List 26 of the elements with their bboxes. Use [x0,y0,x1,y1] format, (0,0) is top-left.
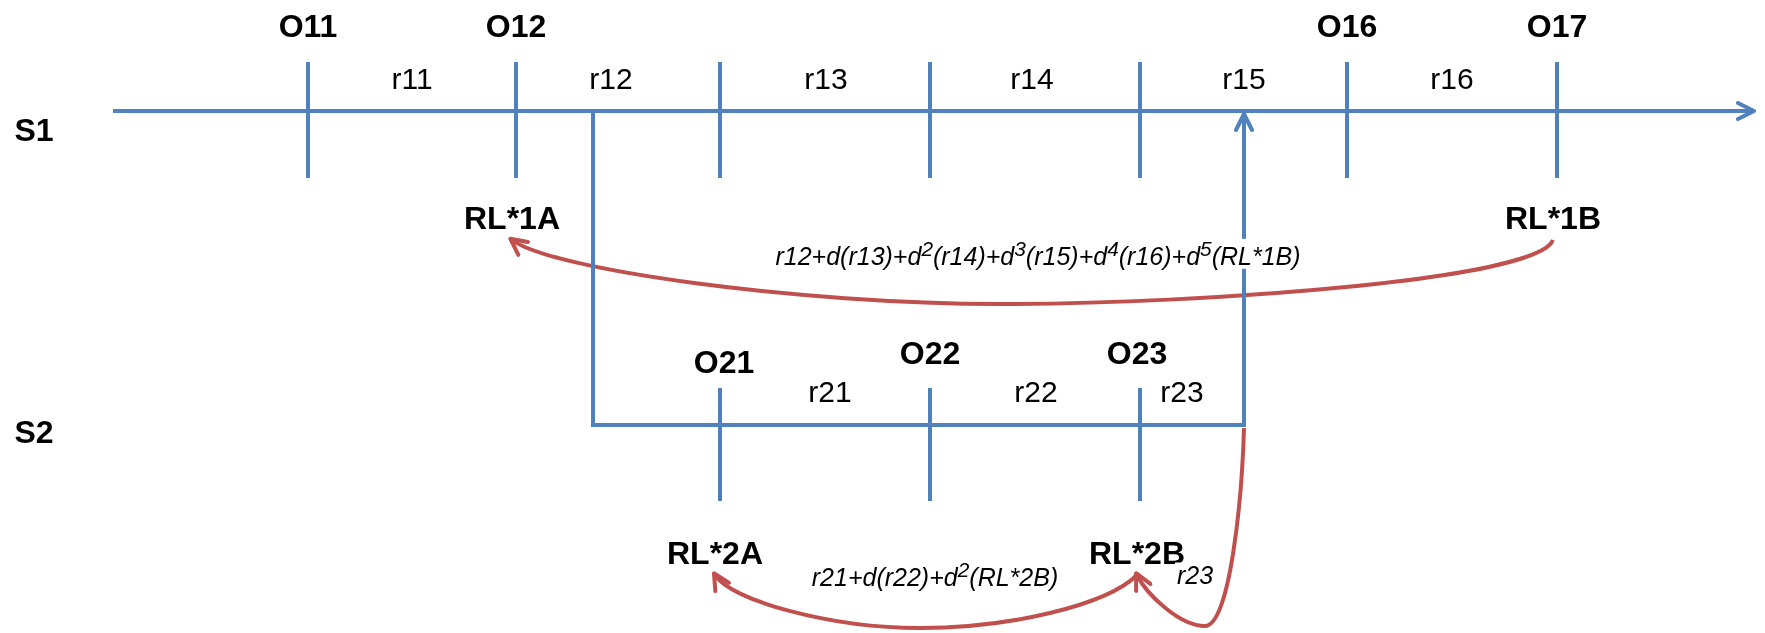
timeline-point-label: O23 [1106,337,1168,369]
interval-label: r11 [391,64,433,94]
edge-label: r12+d(r13)+d$^{2}$(r14)+d$^{3}$(r15)+d$^{4}$(r16)+d$^{5}$(RL*1B) [773,238,1303,270]
timeline-point-label: O22 [899,337,961,369]
arrow [508,237,1555,306]
timeline-point-label: O12 [485,10,547,42]
timeline-point-label: O17 [1526,10,1588,42]
timeline-axis [113,101,1756,121]
interval-label: r12 [589,64,633,94]
timeline-point-label: O21 [693,346,755,378]
interval-label: r15 [1222,64,1266,94]
node-label: RL*1A [464,202,560,234]
interval-label: r14 [1010,64,1054,94]
interval-label: r22 [1014,377,1058,407]
timeline-point-label: O16 [1316,10,1378,42]
sequence-label: S2 [14,416,54,448]
interval-label: r13 [804,64,848,94]
interval-label: r23 [1160,377,1204,407]
node-label: RL*1B [1505,202,1601,234]
node-label: RL*2A [667,537,763,569]
interval-label: r16 [1430,64,1474,94]
timeline-point-label: O11 [278,10,338,42]
interval-label: r21 [808,377,852,407]
arrow [591,112,1254,427]
sequence-label: S1 [14,114,54,146]
arrow [1134,427,1246,628]
